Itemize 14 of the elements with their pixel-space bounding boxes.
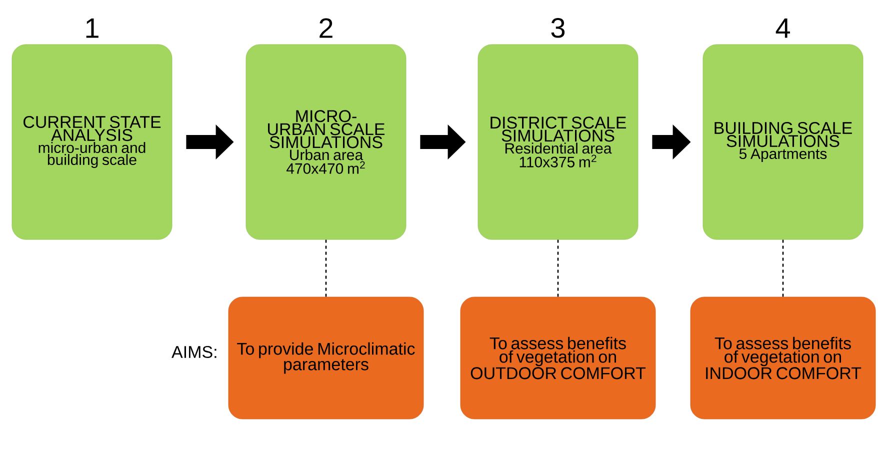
aim-box: To provide Microclimatic parameters [228,296,424,420]
step-number: 1 [86,18,98,38]
dashed-line [325,240,327,297]
step-number: 4 [776,18,790,38]
aim-box: To assess benefits of vegetation on INDOOR COMFORT [690,296,876,420]
dashed-line [782,240,784,297]
aim-box: To assess benefits of vegetation on OUTDOOR COMFORT [460,296,656,420]
process-box: CURRENT STATE ANALYSIS micro-urban and building scale [12,44,172,240]
dashed-line [557,240,559,297]
step-number: 3 [551,18,565,38]
process-box: MICRO-URBAN SCALE SIMULATIONS Urban area 470x470 m$^{2}$ [246,44,406,240]
process-box: BUILDING SCALE SIMULATIONS 5 Apartments [702,44,864,240]
process-box: DISTRICT SCALE SIMULATIONS Residential area 110x375 m$^{2}$ [478,44,638,240]
step-number: 2 [320,18,332,38]
